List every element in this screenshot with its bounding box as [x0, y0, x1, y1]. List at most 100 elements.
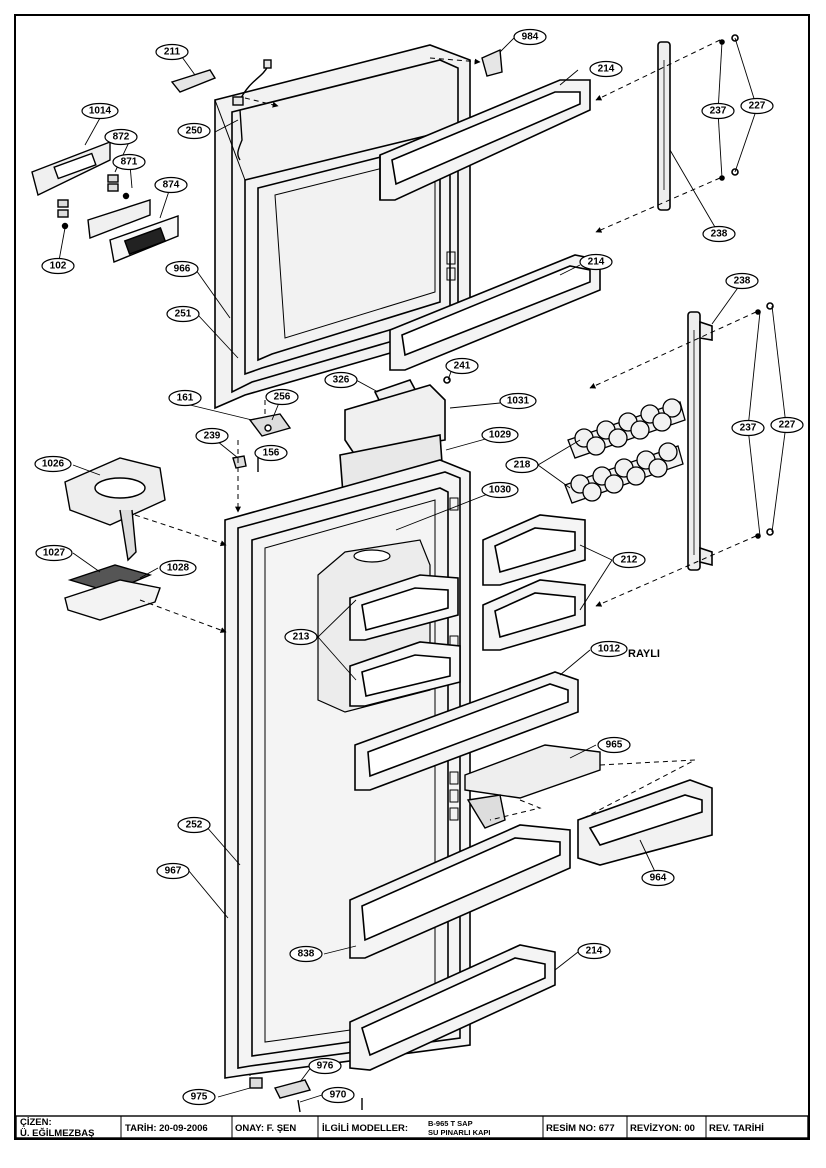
callout-237-a: 237: [701, 102, 735, 120]
bottom-hinge: [249, 1077, 363, 1113]
svg-text:871: 871: [121, 157, 138, 168]
svg-text:1027: 1027: [43, 548, 66, 559]
callout-238-a: 238: [702, 225, 736, 243]
svg-text:1012: 1012: [598, 644, 621, 655]
callout-872: 872: [104, 128, 138, 146]
note-rayli: RAYLI: [628, 648, 660, 660]
rail-shelf: [354, 671, 579, 791]
tb-related-model-1: B-965 T SAP: [428, 1119, 473, 1128]
svg-text:252: 252: [186, 820, 203, 831]
callout-239: 239: [195, 427, 229, 445]
callouts: 211 984 214 1014 872 250 871 874 237 227…: [34, 28, 804, 1106]
svg-text:838: 838: [298, 949, 315, 960]
callout-250: 250: [177, 122, 211, 140]
svg-text:212: 212: [621, 555, 638, 566]
svg-text:156: 156: [263, 448, 280, 459]
upper-door-shelves: [379, 79, 601, 371]
svg-text:227: 227: [779, 420, 796, 431]
svg-text:227: 227: [749, 101, 766, 112]
bottle-holder: [464, 744, 601, 829]
leader-lines: [57, 37, 787, 1103]
callout-218: 218: [505, 456, 539, 474]
tb-related-models-label: İLGİLİ MODELLER:: [322, 1123, 408, 1134]
svg-text:237: 237: [710, 106, 727, 117]
tb-revision-date: REV. TARİHİ: [709, 1123, 764, 1134]
callout-966: 966: [165, 260, 199, 278]
callout-984: 984: [513, 28, 547, 46]
callout-156: 156: [254, 444, 288, 462]
tb-drawn-by-name: Ü. EĞİLMEZBAŞ: [20, 1127, 94, 1139]
dispenser-parts: [64, 457, 166, 621]
callout-838: 838: [289, 945, 323, 963]
top-cover-and-cable: [170, 59, 272, 161]
svg-text:967: 967: [165, 866, 182, 877]
svg-text:237: 237: [740, 423, 757, 434]
tb-drawing-no: RESİM NO: 677: [546, 1123, 615, 1134]
callout-214-a: 214: [589, 60, 623, 78]
callout-227-b: 227: [770, 416, 804, 434]
callout-874: 874: [154, 176, 188, 194]
svg-text:211: 211: [164, 47, 181, 58]
callout-237-b: 237: [731, 419, 765, 437]
svg-text:214: 214: [598, 64, 615, 75]
tank-shelves: [349, 574, 461, 707]
callout-970: 970: [321, 1086, 355, 1104]
tb-related-model-2: SU PINARLI KAPI: [428, 1128, 491, 1137]
svg-text:161: 161: [177, 393, 194, 404]
svg-text:326: 326: [333, 375, 350, 386]
svg-text:214: 214: [588, 257, 605, 268]
callout-214-b: 214: [579, 253, 613, 271]
upper-handle: [657, 34, 739, 211]
svg-text:1028: 1028: [167, 563, 190, 574]
svg-text:218: 218: [514, 460, 531, 471]
svg-text:1030: 1030: [489, 485, 512, 496]
callout-871: 871: [112, 153, 146, 171]
title-block: ÇİZEN: Ü. EĞİLMEZBAŞ TARİH: 20-09-2006 O…: [15, 1115, 809, 1139]
svg-text:1031: 1031: [507, 396, 530, 407]
callout-975: 975: [182, 1088, 216, 1106]
tb-date: TARİH: 20-09-2006: [125, 1123, 208, 1134]
svg-text:965: 965: [606, 740, 623, 751]
tb-revision: REVİZYON: 00: [630, 1123, 695, 1134]
svg-text:239: 239: [204, 431, 221, 442]
callout-252: 252: [177, 816, 211, 834]
bottom-door-shelf: [349, 944, 556, 1071]
control-panel-parts: [31, 140, 179, 263]
svg-text:256: 256: [274, 392, 291, 403]
svg-text:966: 966: [174, 264, 191, 275]
bottle-shelf: [577, 779, 713, 866]
middle-hinge: [232, 413, 292, 472]
callout-214-c: 214: [577, 942, 611, 960]
svg-text:214: 214: [586, 946, 603, 957]
drawing-frame: [14, 14, 810, 1140]
callout-213: 213: [284, 628, 318, 646]
svg-text:964: 964: [650, 873, 667, 884]
callout-1028: 1028: [159, 559, 197, 577]
svg-text:976: 976: [317, 1061, 334, 1072]
lower-door-shelf: [349, 824, 571, 959]
callout-251: 251: [166, 305, 200, 323]
svg-text:250: 250: [186, 126, 203, 137]
svg-text:213: 213: [293, 632, 310, 643]
svg-text:970: 970: [330, 1090, 347, 1101]
svg-text:984: 984: [522, 32, 539, 43]
callout-1012: 1012: [590, 640, 628, 658]
svg-text:238: 238: [734, 276, 751, 287]
callout-1014: 1014: [81, 102, 119, 120]
svg-text:251: 251: [175, 309, 192, 320]
svg-text:241: 241: [454, 361, 471, 372]
callout-967: 967: [156, 862, 190, 880]
callout-1030: 1030: [481, 481, 519, 499]
svg-text:238: 238: [711, 229, 728, 240]
callout-1031: 1031: [499, 392, 537, 410]
callout-238-b: 238: [725, 272, 759, 290]
svg-text:872: 872: [113, 132, 130, 143]
svg-text:1029: 1029: [489, 430, 512, 441]
callout-964: 964: [641, 869, 675, 887]
svg-text:102: 102: [50, 261, 67, 272]
callout-1026: 1026: [34, 455, 72, 473]
svg-text:1014: 1014: [89, 106, 112, 117]
small-door-shelves: [482, 514, 586, 651]
